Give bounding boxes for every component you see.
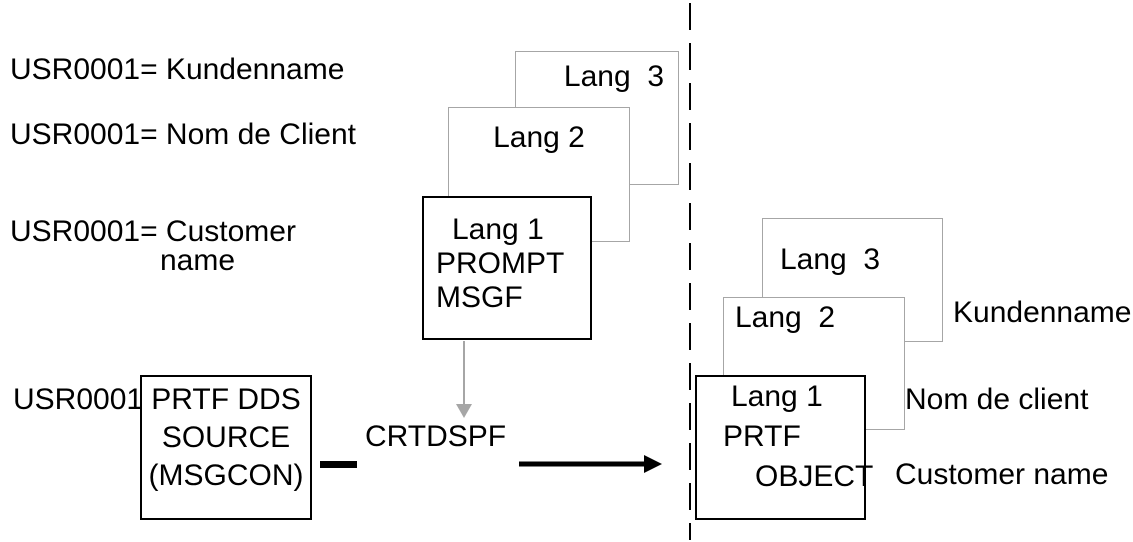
object-stack-lang1-prtf: PRTF	[723, 420, 801, 453]
dds-source-line1: PRTF DDS	[151, 383, 301, 416]
object-stack-lang1-object: OBJECT	[755, 460, 874, 493]
label-assignment-lang3: USR0001= Kundenname	[10, 53, 345, 86]
dds-source-line2: SOURCE	[161, 421, 291, 454]
label-object-lang1: Customer name	[895, 458, 1109, 491]
object-stack-lang3-label: Lang 3	[780, 243, 881, 276]
source-stack-lang3-label: Lang 3	[563, 60, 664, 93]
source-stack-lang1-box: Lang 1 PROMPT MSGF	[422, 196, 592, 340]
label-command-crtdspf: CRTDSPF	[365, 420, 507, 453]
dds-source-line3: (MSGCON)	[148, 459, 304, 492]
gray-down-arrow-head-icon	[456, 404, 472, 418]
label-object-lang2: Nom de client	[905, 383, 1089, 416]
label-object-lang3: Kundenname	[953, 296, 1132, 329]
object-stack-lang1-box: Lang 1 PRTF OBJECT	[695, 375, 874, 520]
black-dash-connector	[320, 461, 357, 468]
source-stack-lang1-title: Lang 1	[452, 213, 544, 246]
dds-source-box: PRTF DDS SOURCE (MSGCON)	[140, 375, 312, 520]
black-right-arrow-head-icon	[644, 455, 662, 473]
label-msgid: USR0001	[13, 383, 144, 416]
object-stack-lang2-label: Lang 2	[735, 301, 836, 334]
object-stack-lang1-title: Lang 1	[731, 380, 823, 413]
source-stack-lang1-prompt: PROMPT	[436, 247, 565, 280]
source-stack-lang1-msgf: MSGF	[436, 281, 523, 314]
label-assignment-lang2: USR0001= Nom de Client	[10, 118, 357, 151]
label-assignment-lang1: USR0001= Customer name	[10, 215, 296, 277]
source-stack-lang2-label: Lang 2	[493, 121, 585, 154]
label-assignment-lang1-line2: name	[160, 244, 236, 277]
label-assignment-lang1-line1: USR0001= Customer	[10, 215, 296, 248]
